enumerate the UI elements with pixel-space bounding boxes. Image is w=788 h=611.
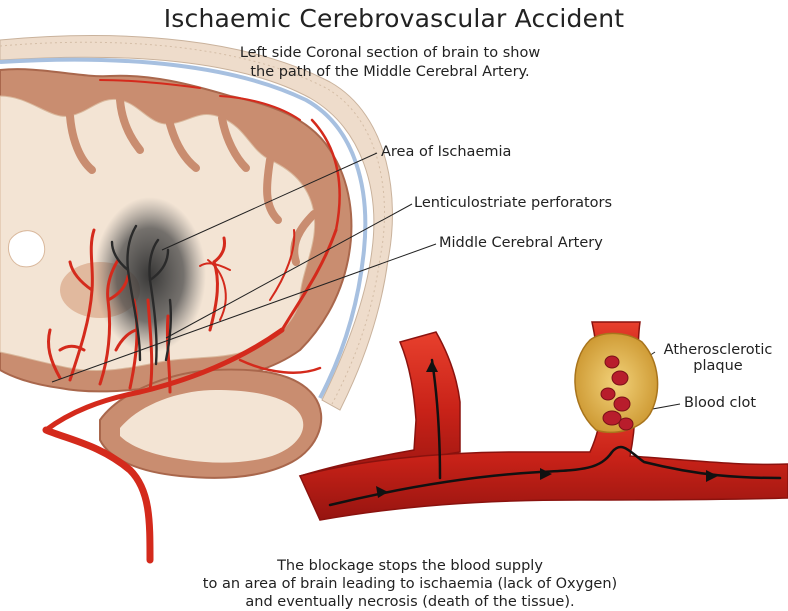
subtitle-line-2: the path of the Middle Cerebral Artery. (170, 63, 610, 82)
diagram-title: Ischaemic Cerebrovascular Accident (0, 4, 788, 33)
caption-line-1: The blockage stops the blood supply (110, 557, 710, 575)
caption-line-2: to an area of brain leading to ischaemia… (110, 575, 710, 593)
label-area-of-ischaemia: Area of Ischaemia (381, 144, 511, 160)
diagram-subtitle: Left side Coronal section of brain to sh… (170, 44, 610, 82)
label-middle-cerebral-artery: Middle Cerebral Artery (439, 235, 603, 251)
subtitle-line-1: Left side Coronal section of brain to sh… (170, 44, 610, 63)
caption-line-3: and eventually necrosis (death of the ti… (110, 593, 710, 611)
label-atherosclerotic-plaque: Atherosclerotic plaque (656, 342, 780, 374)
plaque-label-line-1: Atherosclerotic (656, 342, 780, 358)
diagram-caption: The blockage stops the blood supply to a… (110, 557, 710, 611)
plaque-label-line-2: plaque (656, 358, 780, 374)
label-lenticulostriate-perforators: Lenticulostriate perforators (414, 195, 612, 211)
label-blood-clot: Blood clot (684, 395, 756, 411)
